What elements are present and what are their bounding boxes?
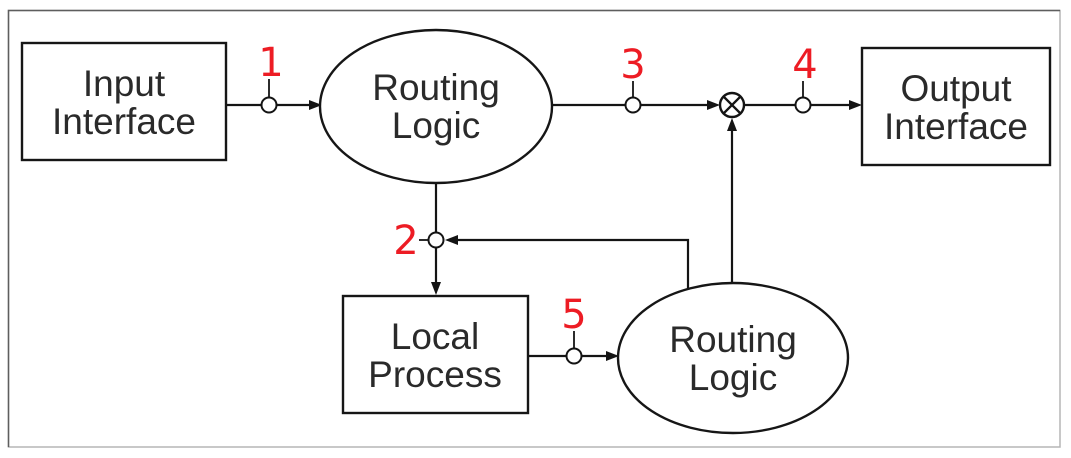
output-interface-box	[860, 46, 1052, 167]
arrowhead-icon	[606, 351, 619, 361]
junction-cross-line	[722, 95, 742, 115]
connection-circle	[794, 96, 812, 114]
node-label-line1: Routing	[372, 67, 500, 108]
node-label-line1: Routing	[669, 319, 797, 360]
arrowhead-icon	[707, 100, 720, 110]
node-label-line2: Interface	[52, 101, 196, 142]
multiply-junction-icon	[718, 91, 746, 119]
routing-logic-top-ellipse	[318, 28, 554, 185]
connection-point-4: 4	[792, 42, 818, 114]
connection-point-2: 2	[393, 218, 445, 264]
node-label-line1: Output	[900, 68, 1012, 109]
marker-label-5: 5	[561, 292, 586, 338]
connection-circle	[427, 231, 445, 249]
node-routing-logic-top: Routing Logic	[318, 28, 554, 185]
marker-label-2: 2	[393, 218, 418, 264]
input-interface-box	[20, 41, 228, 162]
edge-feedback-routing-bottom-to-point2	[445, 235, 690, 292]
marker-label-4: 4	[792, 42, 817, 88]
connection-circle	[565, 347, 583, 365]
arrowhead-icon	[309, 100, 322, 110]
connection-circle	[260, 96, 278, 114]
marker-label-3: 3	[620, 42, 645, 88]
node-label-line2: Logic	[689, 357, 777, 398]
node-label-line2: Logic	[392, 105, 480, 146]
node-label-line1: Input	[83, 63, 166, 104]
node-output-interface: Output Interface	[860, 46, 1052, 167]
node-label-line1: Local	[391, 316, 479, 357]
connection-circle	[624, 96, 642, 114]
marker-label-1: 1	[258, 40, 283, 86]
arrowhead-icon	[727, 118, 737, 131]
arrowhead-icon	[431, 282, 441, 295]
node-input-interface: Input Interface	[20, 41, 228, 162]
node-label-line2: Interface	[884, 106, 1028, 147]
arrowhead-icon	[849, 100, 862, 110]
connection-point-3: 3	[620, 42, 646, 114]
connection-point-1: 1	[258, 40, 284, 114]
local-process-box	[341, 294, 530, 415]
connection-point-5: 5	[561, 292, 587, 365]
arrowhead-icon	[445, 235, 458, 245]
node-routing-logic-bottom: Routing Logic	[616, 281, 850, 435]
node-local-process: Local Process	[341, 294, 530, 415]
edge-routing-bottom-to-junction	[727, 118, 737, 284]
frame-border-topleft	[7, 9, 1060, 447]
node-label-line2: Process	[368, 354, 502, 395]
edge-line	[458, 238, 690, 292]
routing-logic-bottom-ellipse	[616, 281, 850, 435]
